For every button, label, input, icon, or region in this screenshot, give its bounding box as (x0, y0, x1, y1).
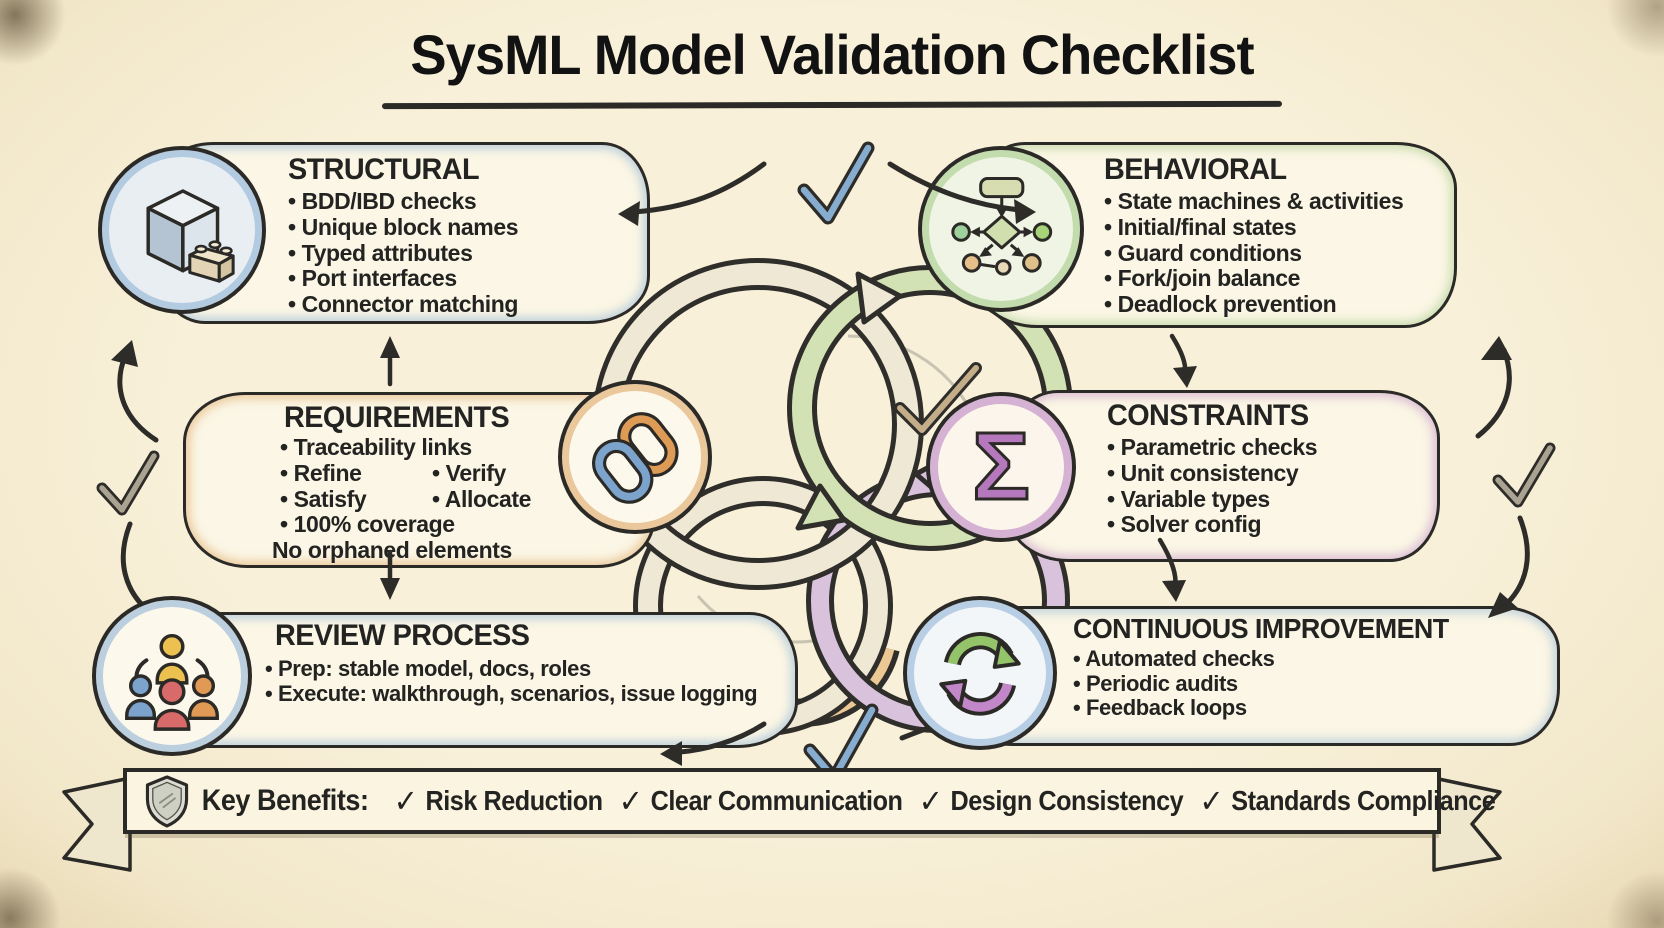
benefit-item: ✓ Risk Reduction (394, 782, 603, 820)
flowchart-icon (951, 177, 1053, 276)
arrow-left-edge-up (111, 340, 159, 443)
behavioral-heading: BEHAVIORAL (1104, 153, 1287, 186)
check-icon: ✓ (618, 783, 643, 819)
structural-box: STRUCTURAL BDD/IBD checks Unique block n… (155, 142, 650, 324)
constraints-box: CONSTRAINTS Parametric checks Unit consi… (1006, 390, 1440, 562)
cube-block-icon (146, 189, 235, 283)
sigma-icon: Σ (926, 392, 1076, 542)
arrow-down-review (380, 549, 400, 600)
chain-link-icon (558, 380, 712, 534)
cube-block-icon (98, 146, 266, 314)
list-item: Connector matching (288, 291, 633, 318)
list-item: State machines & activities (1104, 188, 1444, 215)
benefit-label: Risk Reduction (425, 785, 603, 816)
list-item: Initial/final states (1104, 214, 1444, 241)
list-item: Guard conditions (1104, 240, 1444, 267)
list-row: Refine Verify (280, 460, 642, 487)
list-item: Deadlock prevention (1104, 291, 1444, 318)
people-icon (92, 596, 252, 756)
list-item: Feedback loops (1073, 696, 1549, 721)
check-left-icon (96, 450, 160, 516)
list-item: Unit consistency (1107, 460, 1429, 487)
constraints-list: Parametric checks Unit consistency Varia… (1107, 434, 1429, 538)
arrow-top-right (887, 161, 1036, 224)
review-heading: REVIEW PROCESS (275, 619, 530, 652)
key-benefits-banner: Key Benefits: ✓ Risk Reduction ✓ Clear C… (123, 768, 1496, 834)
list-item: Traceability links (280, 434, 642, 461)
title-underline (381, 100, 1283, 110)
list-item: Solver config (1107, 511, 1429, 538)
list-item: Fork/join balance (1104, 265, 1444, 292)
list-item: Parametric checks (1107, 434, 1429, 461)
chain-link-icon (592, 412, 679, 504)
banner-text: Key Benefits: ✓ Risk Reduction ✓ Clear C… (191, 782, 1496, 820)
structural-heading: STRUCTURAL (288, 153, 480, 186)
sigma-glyph: Σ (971, 413, 1032, 520)
requirements-heading: REQUIREMENTS (284, 401, 510, 434)
flowchart-icon (918, 146, 1084, 312)
arrow-down-continuous (1157, 537, 1186, 602)
arrow-right-edge-up (1475, 336, 1512, 439)
arrow-down-constraints (1169, 333, 1197, 388)
page-title: SysML Model Validation Checklist (410, 23, 1254, 86)
list-item: Unique block names (288, 214, 633, 241)
corner-smudge (1602, 866, 1664, 928)
constraints-heading: CONSTRAINTS (1107, 399, 1309, 432)
requirements-footnote: No orphaned elements (272, 537, 512, 563)
cycle-icon (903, 596, 1057, 750)
check-right-icon (1492, 442, 1556, 508)
review-list: Prep: stable model, docs, roles Execute:… (265, 656, 785, 707)
benefit-item: ✓ Clear Communication (619, 782, 903, 820)
list-item: Execute: walkthrough, scenarios, issue l… (265, 681, 785, 707)
check-top-icon (797, 141, 875, 225)
people-icon (125, 633, 219, 731)
banner-label: Key Benefits: (201, 784, 369, 817)
arrow-right-edge-down (1488, 515, 1530, 618)
list-item: Variable types (1107, 486, 1429, 513)
banner-ribbon-right-tail (1432, 776, 1502, 872)
benefit-item: ✓ Standards Compliance (1199, 782, 1495, 820)
banner-ribbon-left-tail (62, 776, 132, 872)
benefit-label: Design Consistency (950, 785, 1184, 816)
list-item: 100% coverage (280, 511, 642, 538)
check-icon: ✓ (1199, 783, 1224, 819)
corner-smudge (0, 863, 65, 928)
behavioral-list: State machines & activities Initial/fina… (1104, 188, 1444, 318)
list-item: Typed attributes (288, 240, 633, 267)
benefit-label: Standards Compliance (1231, 785, 1496, 816)
list-item: Port interfaces (288, 265, 633, 292)
review-box: REVIEW PROCESS Prep: stable model, docs,… (150, 612, 798, 748)
benefit-item: ✓ Design Consistency (919, 782, 1184, 820)
check-icon: ✓ (393, 783, 418, 819)
arrow-bottom-left (660, 721, 767, 766)
list-item: Periodic audits (1073, 671, 1549, 697)
arrow-up-structural (380, 336, 400, 387)
list-item: BDD/IBD checks (288, 188, 633, 215)
structural-list: BDD/IBD checks Unique block names Typed … (288, 188, 633, 318)
continuous-list: Automated checks Periodic audits Feedbac… (1073, 646, 1549, 721)
continuous-heading: CONTINUOUS IMPROVEMENT (1073, 613, 1449, 644)
list-item: Automated checks (1073, 646, 1549, 672)
cycle-icon (939, 632, 1021, 716)
arrow-top-left (618, 161, 767, 226)
benefit-label: Clear Communication (650, 785, 903, 816)
check-icon: ✓ (918, 783, 943, 819)
list-row: Satisfy Allocate (280, 486, 642, 513)
list-item: Prep: stable model, docs, roles (265, 656, 785, 682)
shield-icon (145, 775, 189, 828)
